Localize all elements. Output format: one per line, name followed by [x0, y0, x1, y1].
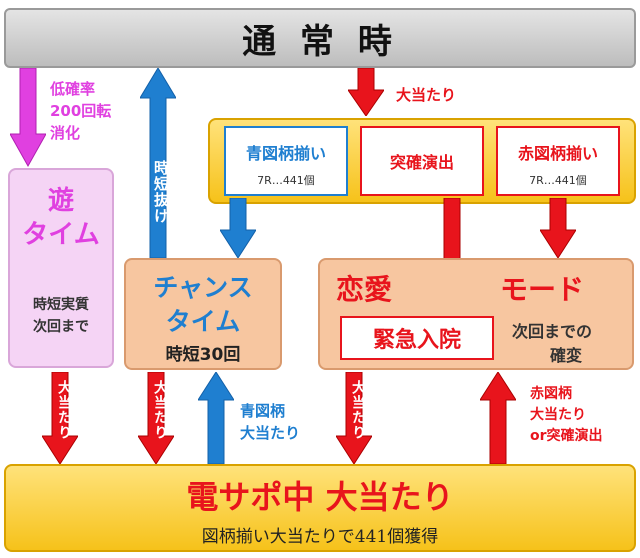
- renai-mode-note-line1: 次回までの: [512, 322, 593, 341]
- red-hit-text: 赤図柄 大当たり or突確演出: [530, 384, 638, 447]
- blue-zugara-box: 青図柄揃い 7R…441個: [224, 126, 348, 196]
- yu-time-title-line1: 遊: [47, 186, 74, 216]
- chance-time-line3: 時短30回: [165, 345, 241, 365]
- tokkaku-box: 突確演出: [360, 126, 484, 196]
- jitan-nuke-label: 時短抜け: [152, 160, 170, 224]
- red-hit-line2: 大当たり: [530, 407, 586, 423]
- yu-time-title-line2: タイム: [22, 220, 100, 250]
- chance-time-line1: チャンス: [153, 273, 253, 302]
- blue-zugara-sub: 7R…441個: [257, 174, 315, 187]
- low-prob-line1: 低確率: [50, 80, 96, 98]
- blue-hit-line2: 大当たり: [240, 424, 301, 442]
- red-hit-line3: or突確演出: [530, 428, 603, 444]
- blue-zugara-title: 青図柄揃い: [245, 144, 326, 163]
- bottom-hit-title: 電サポ中 大当たり: [186, 478, 454, 516]
- chance-time-box: チャンス タイム 時短30回: [124, 258, 282, 370]
- kinkyu-nyuin-box: 緊急入院: [340, 316, 494, 360]
- chance-hit-label: 大当たり: [152, 380, 168, 440]
- chance-time-line2: タイム: [165, 307, 241, 336]
- down-arrow-renai-hit: [336, 372, 372, 464]
- yu-hit-label: 大当たり: [56, 380, 72, 440]
- up-arrow-jitan-nuke: [140, 68, 176, 258]
- low-prob-line3: 消化: [50, 124, 81, 142]
- renai-mode-word2: モード: [500, 273, 585, 306]
- top-state-box: 通 常 時: [4, 8, 636, 68]
- yu-time-desc-line1: 時短実質: [33, 297, 89, 313]
- red-hit-line1: 赤図柄: [530, 386, 572, 402]
- up-arrow-blue-hit: [198, 372, 234, 464]
- down-arrow-blue-to-chance: [220, 198, 256, 258]
- red-zugara-sub: 7R…441個: [529, 174, 587, 187]
- renai-mode-box: 恋愛 モード 次回までの 確変: [318, 258, 634, 370]
- yu-time-desc-line2: 次回まで: [33, 319, 89, 335]
- down-arrow-magenta: [10, 68, 46, 168]
- tokkaku-title: 突確演出: [389, 153, 454, 172]
- yu-time-box: 遊 タイム 時短実質 次回まで: [8, 168, 114, 368]
- renai-mode-word1: 恋愛: [336, 273, 393, 306]
- top-state-label: 通 常 時: [242, 21, 398, 62]
- blue-hit-line1: 青図柄: [240, 402, 286, 420]
- red-zugara-box: 赤図柄揃い 7R…441個: [496, 126, 620, 196]
- blue-hit-text: 青図柄 大当たり: [240, 400, 330, 444]
- bottom-hit-box: 電サポ中 大当たり 図柄揃い大当たりで441個獲得: [4, 464, 636, 552]
- down-arrow-chance-hit: [138, 372, 174, 464]
- low-prob-line2: 200回転: [50, 102, 112, 120]
- down-arrow-top-hit: [348, 68, 384, 116]
- down-arrow-red-to-renai: [540, 198, 576, 258]
- up-arrow-red-hit: [480, 372, 516, 464]
- renai-hit-label: 大当たり: [350, 380, 366, 440]
- top-hit-label: 大当たり: [396, 86, 457, 104]
- down-arrow-yu-hit: [42, 372, 78, 464]
- red-zugara-title: 赤図柄揃い: [517, 144, 598, 163]
- low-prob-text: 低確率 200回転 消化: [50, 78, 140, 144]
- kinkyu-nyuin-label: 緊急入院: [372, 328, 461, 353]
- bottom-hit-sub: 図柄揃い大当たりで441個獲得: [201, 527, 439, 547]
- renai-mode-note-line2: 確変: [550, 346, 583, 365]
